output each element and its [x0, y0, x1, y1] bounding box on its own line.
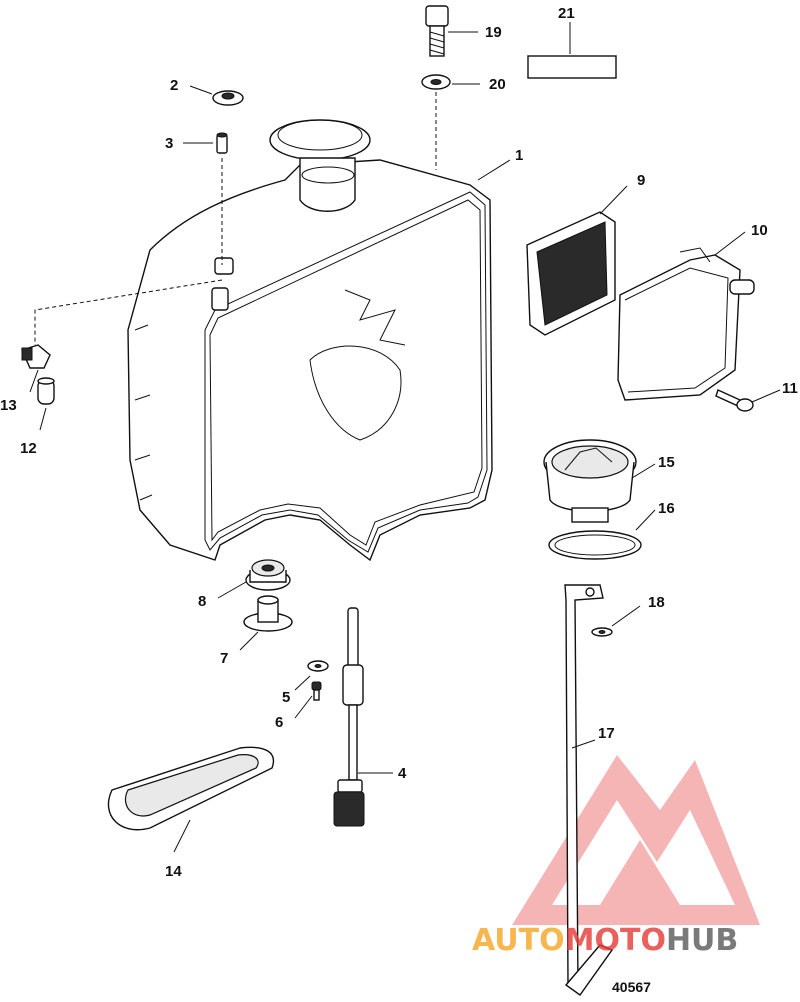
callout-8: 8 [198, 593, 206, 610]
sensor-part-4 [333, 607, 365, 827]
callout-4: 4 [398, 765, 407, 782]
leader-lines [29, 22, 781, 853]
grommet-part-2 [212, 90, 244, 106]
filter-part-9 [526, 211, 616, 336]
dipstick-rod-part-17 [564, 584, 614, 996]
washer-part-18 [591, 627, 613, 637]
filter-housing-part-10 [617, 247, 755, 401]
watermark-text: AUTOMOTOHUB [472, 923, 738, 958]
assembly-lines [34, 92, 437, 345]
watermark-text-moto: MOTO [565, 923, 666, 958]
callout-7: 7 [220, 650, 228, 667]
callout-2: 2 [170, 77, 178, 94]
cap-part-15 [543, 439, 637, 523]
callout-18: 18 [648, 594, 665, 611]
decal-part-21 [527, 55, 617, 79]
callout-1: 1 [515, 147, 523, 164]
callout-10: 10 [751, 222, 768, 239]
fitting-part-3 [216, 132, 228, 154]
figure-number: 40567 [612, 979, 651, 995]
callout-14: 14 [165, 863, 182, 880]
screw-part-11 [715, 389, 754, 412]
watermark-text-hub: HUB [666, 923, 738, 958]
oil-tank-part-1 [127, 119, 493, 562]
o-ring-part-16 [548, 530, 642, 560]
callout-labels: 1 2 3 4 5 6 7 8 9 10 11 12 13 14 15 16 1… [0, 5, 798, 880]
callout-21: 21 [558, 5, 575, 22]
clamp-part-13 [21, 344, 51, 369]
callout-6: 6 [275, 714, 283, 731]
callout-9: 9 [637, 172, 645, 189]
callout-12: 12 [20, 440, 37, 457]
bushing-part-7 [243, 595, 293, 632]
watermark-text-auto: AUTO [472, 923, 565, 958]
callout-13: 13 [0, 397, 17, 414]
callout-16: 16 [658, 500, 675, 517]
callout-3: 3 [165, 135, 173, 152]
watermark-logo [512, 755, 760, 925]
washer-part-5 [307, 660, 329, 672]
bolt-part-19 [425, 5, 449, 57]
callout-11: 11 [782, 380, 798, 397]
callout-20: 20 [489, 76, 506, 93]
callout-15: 15 [658, 454, 675, 471]
callout-5: 5 [282, 689, 290, 706]
washer-part-20 [421, 74, 451, 90]
callout-19: 19 [485, 24, 502, 41]
screw-part-6 [311, 681, 322, 701]
grommet-part-8 [245, 559, 291, 591]
tray-part-14 [107, 746, 275, 831]
callout-17: 17 [598, 725, 615, 742]
cap-part-12 [37, 377, 55, 405]
